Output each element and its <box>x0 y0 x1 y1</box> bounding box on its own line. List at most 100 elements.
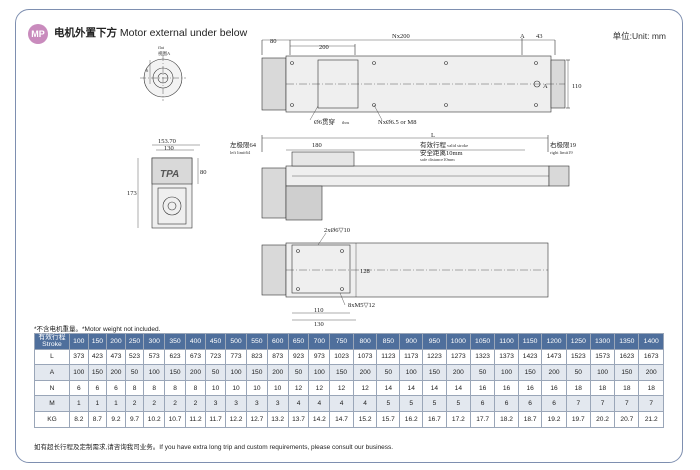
section-badge: MP <box>28 24 48 44</box>
table-cell: 1473 <box>541 348 567 366</box>
table-cell: 573 <box>143 348 166 366</box>
header-stroke-value: 950 <box>422 333 447 350</box>
table-cell: 1223 <box>422 348 447 366</box>
table-cell: 200 <box>541 364 567 381</box>
table-cell: 11.7 <box>205 410 227 428</box>
table-cell: 100 <box>589 364 616 381</box>
dim-ep-130: 130 <box>164 145 174 152</box>
table-cell: 1273 <box>445 348 471 366</box>
header-stroke-value: 700 <box>308 333 331 350</box>
table-cell: 4 <box>329 395 354 412</box>
table-cell: 19.2 <box>541 410 567 428</box>
table-cell: 773 <box>225 348 247 366</box>
header-stroke-value: 200 <box>106 333 126 350</box>
dim-top-200: 200 <box>319 44 329 51</box>
bottom-view <box>261 232 549 321</box>
table-cell: 1423 <box>517 348 543 366</box>
table-cell: 150 <box>422 364 447 381</box>
table-cell: 150 <box>517 364 543 381</box>
hole-6-label: Ø6贯穿 <box>314 117 335 126</box>
table-cell: 3 <box>225 395 247 412</box>
dim-top-43: 43 <box>536 33 543 40</box>
table-cell: 2 <box>124 395 145 412</box>
header-stroke-value: 800 <box>352 333 378 350</box>
table-cell: 2 <box>164 395 186 412</box>
table-cell: 6 <box>469 395 496 412</box>
table-cell: 8 <box>184 379 207 397</box>
table-cell: 18 <box>638 379 664 397</box>
table-cell: 100 <box>308 364 331 381</box>
header-stroke-value: 100 <box>69 333 89 350</box>
safe-distance-en-label: safe distance10mm <box>420 157 455 162</box>
table-cell: 723 <box>205 348 227 366</box>
header-stroke-value: 750 <box>329 333 354 350</box>
table-cell: 3 <box>266 395 289 412</box>
left-limit-en-label: left limit64 <box>230 150 251 155</box>
table-cell: 8 <box>143 379 166 397</box>
table-cell: 200 <box>106 364 126 381</box>
table-cell: 150 <box>87 364 108 381</box>
table-cell: 373 <box>69 348 89 366</box>
table-cell: 1123 <box>376 348 401 366</box>
table-cell: 50 <box>565 364 591 381</box>
table-cell: 4 <box>308 395 331 412</box>
table-cell: 1323 <box>469 348 496 366</box>
dim-side-110: 110 <box>572 83 582 90</box>
header-stroke-value: 400 <box>184 333 207 350</box>
dim-top-80: 80 <box>270 38 277 45</box>
table-cell: 4 <box>287 395 310 412</box>
table-cell: 1623 <box>614 348 640 366</box>
table-cell: 7 <box>638 395 664 412</box>
table-cell: 200 <box>445 364 471 381</box>
table-cell: 11.2 <box>184 410 207 428</box>
table-cell: 9.7 <box>124 410 145 428</box>
dim-ep-173: 173 <box>127 190 137 197</box>
right-limit-label: 右极限19 <box>550 140 576 149</box>
table-cell: 16.2 <box>399 410 424 428</box>
view-a-label: 视图A <box>158 50 171 57</box>
dim-bottom-110: 110 <box>314 307 324 314</box>
header-stroke-value: 1100 <box>494 333 519 350</box>
table-cell: 7 <box>589 395 616 412</box>
dim-top-nx200: Nx200 <box>392 33 410 40</box>
table-cell: 623 <box>164 348 186 366</box>
table-cell: 12.7 <box>245 410 268 428</box>
table-cell: 15.2 <box>352 410 378 428</box>
header-stroke-value: 150 <box>87 333 108 350</box>
table-cell: 100 <box>69 364 89 381</box>
table-cell: 10 <box>266 379 289 397</box>
table-cell: 100 <box>494 364 519 381</box>
table-cell: 1023 <box>329 348 354 366</box>
table-cell: 12 <box>352 379 378 397</box>
table-cell: 50 <box>205 364 227 381</box>
hole-6-en-label: thru <box>342 120 350 125</box>
table-cell: 20.7 <box>614 410 640 428</box>
row-label: L <box>34 348 70 366</box>
table-cell: 200 <box>266 364 289 381</box>
unit-label: 单位:Unit: mm <box>612 31 666 41</box>
right-limit-en-label: right limit19 <box>550 150 573 155</box>
row-label: M <box>34 395 70 412</box>
table-cell: 973 <box>308 348 331 366</box>
header-stroke-value: 1350 <box>614 333 640 350</box>
table-cell: 18 <box>614 379 640 397</box>
header-stroke-value: 900 <box>399 333 424 350</box>
technical-drawing: flat 视图A 6 <box>127 33 582 328</box>
table-cell: 10.2 <box>143 410 166 428</box>
header-stroke-value: 1300 <box>589 333 616 350</box>
table-cell: 18 <box>565 379 591 397</box>
table-cell: 5 <box>399 395 424 412</box>
table-cell: 823 <box>245 348 268 366</box>
table-cell: 100 <box>143 364 166 381</box>
table-cell: 200 <box>184 364 207 381</box>
header-stroke-value: 1050 <box>469 333 496 350</box>
table-cell: 1 <box>69 395 89 412</box>
view-a-motor-shaft <box>140 55 186 101</box>
dim-len-l: L <box>431 132 435 139</box>
